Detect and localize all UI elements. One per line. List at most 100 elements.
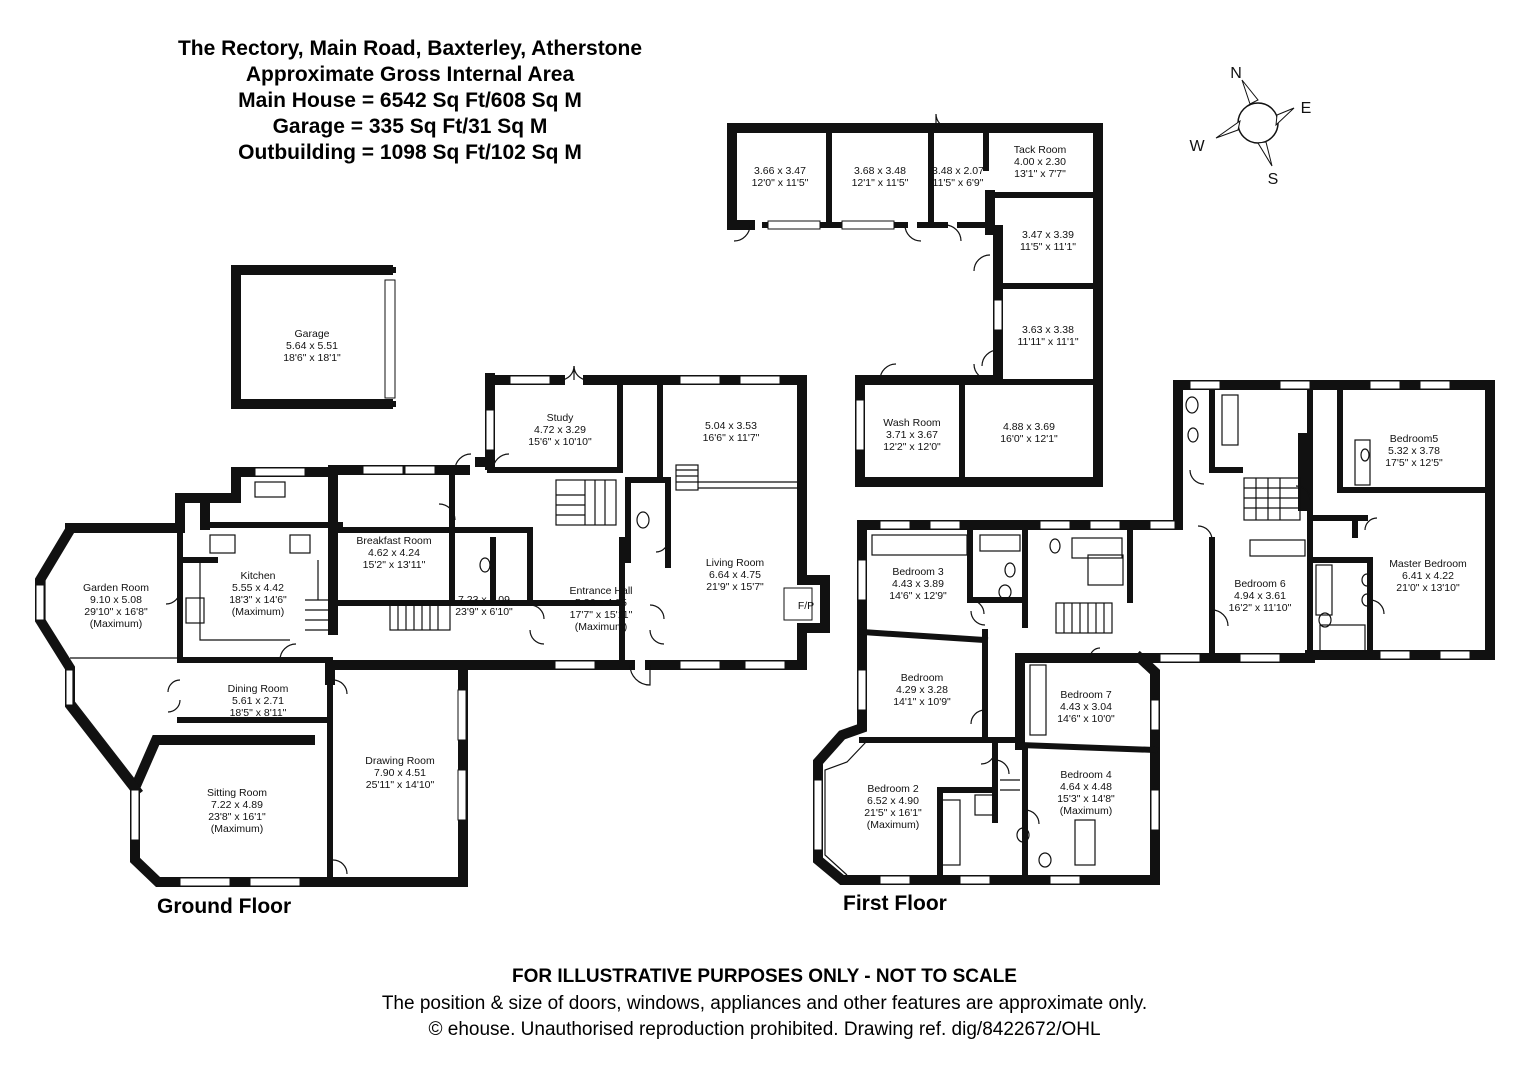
svg-text:21'0" x 13'10": 21'0" x 13'10" (1396, 582, 1460, 594)
svg-text:3.68 x 3.48: 3.68 x 3.48 (854, 165, 906, 177)
svg-text:(Maximum): (Maximum) (575, 621, 628, 633)
svg-text:5.61 x 2.71: 5.61 x 2.71 (232, 695, 284, 707)
property-title: The Rectory, Main Road, Baxterley, Ather… (177, 37, 643, 60)
svg-text:3.47 x 3.39: 3.47 x 3.39 (1022, 229, 1074, 241)
svg-text:Bedroom 3: Bedroom 3 (892, 566, 944, 578)
disclaimer-text: The position & size of doors, windows, a… (381, 993, 1148, 1014)
room-label-outbuilding-5: 3.63 x 3.38 11'11" x 11'1" (1017, 324, 1078, 348)
room-label-outbuilding-3: 3.48 x 2.07 11'5" x 6'9" (932, 165, 984, 189)
room-label-drawing-room: Drawing Room 7.90 x 4.51 25'11" x 14'10" (365, 755, 435, 791)
svg-text:Entrance Hall: Entrance Hall (569, 585, 632, 597)
compass-north: N (1230, 65, 1242, 82)
room-label-outbuilding-1: 3.66 x 3.47 12'0" x 11'5" (752, 165, 809, 189)
svg-text:Wash Room: Wash Room (883, 417, 941, 429)
svg-text:13'1" x 7'7": 13'1" x 7'7" (1014, 168, 1066, 180)
svg-text:18'6" x 18'1": 18'6" x 18'1" (283, 352, 341, 364)
svg-text:15'3" x 14'8": 15'3" x 14'8" (1057, 793, 1115, 805)
svg-text:Bedroom: Bedroom (901, 672, 944, 684)
svg-text:14'1" x 10'9": 14'1" x 10'9" (893, 696, 951, 708)
disclaimer-heading: FOR ILLUSTRATIVE PURPOSES ONLY - NOT TO … (512, 966, 1017, 987)
room-label-garden-room: Garden Room 9.10 x 5.08 29'10" x 16'8" (… (83, 582, 149, 630)
room-label-entrance-hall: Entrance Hall 5.36 x 4.85 17'7" x 15'11"… (569, 585, 632, 633)
svg-text:4.72 x 3.29: 4.72 x 3.29 (534, 424, 586, 436)
svg-text:7.22 x 4.89: 7.22 x 4.89 (211, 799, 263, 811)
svg-text:12'2" x 12'0": 12'2" x 12'0" (883, 441, 941, 453)
svg-text:16'6" x 11'7": 16'6" x 11'7" (703, 432, 760, 444)
room-label-outbuilding-6: 4.88 x 3.69 16'0" x 12'1" (1000, 421, 1058, 445)
garage-plan (231, 265, 396, 409)
svg-text:Dining Room: Dining Room (228, 683, 289, 695)
room-label-tack-room: Tack Room 4.00 x 2.30 13'1" x 7'7" (1014, 144, 1067, 180)
svg-text:11'5" x 6'9": 11'5" x 6'9" (933, 177, 984, 189)
compass-west: W (1189, 138, 1205, 155)
compass-south: S (1268, 171, 1279, 188)
svg-text:4.43 x 3.04: 4.43 x 3.04 (1060, 701, 1112, 713)
svg-text:16'0" x 12'1": 16'0" x 12'1" (1000, 433, 1058, 445)
svg-text:Tack Room: Tack Room (1014, 144, 1067, 156)
svg-text:Drawing Room: Drawing Room (365, 755, 435, 767)
svg-text:Garden Room: Garden Room (83, 582, 149, 594)
room-label-outbuilding-4: 3.47 x 3.39 11'5" x 11'1" (1020, 229, 1076, 253)
svg-text:29'10" x 16'8": 29'10" x 16'8" (84, 606, 148, 618)
svg-text:(Maximum): (Maximum) (90, 618, 143, 630)
first-floor-label: First Floor (843, 892, 947, 915)
svg-text:(Maximum): (Maximum) (1060, 805, 1113, 817)
svg-text:3.66 x 3.47: 3.66 x 3.47 (754, 165, 806, 177)
room-label-living-room: Living Room 6.64 x 4.75 21'9" x 15'7" F/… (706, 557, 814, 612)
svg-text:(Maximum): (Maximum) (867, 819, 920, 831)
svg-text:5.36 x 4.85: 5.36 x 4.85 (575, 597, 627, 609)
room-label-bedroom: Bedroom 4.29 x 3.28 14'1" x 10'9" (893, 672, 951, 708)
svg-text:3.48 x 2.07: 3.48 x 2.07 (932, 165, 984, 177)
room-label-bedroom-6: Bedroom 6 4.94 x 3.61 16'2" x 11'10" (1229, 578, 1292, 614)
svg-text:21'5" x 16'1": 21'5" x 16'1" (864, 807, 922, 819)
svg-text:12'1" x 11'5": 12'1" x 11'5" (852, 177, 909, 189)
svg-text:5.04 x 3.53: 5.04 x 3.53 (705, 420, 757, 432)
svg-text:23'9" x 6'10": 23'9" x 6'10" (455, 606, 513, 618)
svg-text:3.71 x 3.67: 3.71 x 3.67 (886, 429, 938, 441)
svg-text:5.32 x 3.78: 5.32 x 3.78 (1388, 445, 1440, 457)
room-label-bedroom-4: Bedroom 4 4.64 x 4.48 15'3" x 14'8" (Max… (1057, 769, 1115, 817)
svg-text:Bedroom5: Bedroom5 (1390, 433, 1439, 445)
svg-text:Kitchen: Kitchen (240, 570, 275, 582)
room-label-hallway: 7.23 x 2.09 23'9" x 6'10" (455, 594, 513, 618)
room-label-garage: Garage 5.64 x 5.51 18'6" x 18'1" (283, 328, 341, 364)
svg-text:5.64 x 5.51: 5.64 x 5.51 (286, 340, 338, 352)
svg-text:Breakfast Room: Breakfast Room (356, 535, 432, 547)
svg-text:Bedroom 7: Bedroom 7 (1060, 689, 1112, 701)
svg-text:4.94 x 3.61: 4.94 x 3.61 (1234, 590, 1286, 602)
svg-text:11'5" x 11'1": 11'5" x 11'1" (1020, 241, 1076, 253)
copyright-text: © ehouse. Unauthorised reproduction proh… (428, 1019, 1101, 1040)
svg-text:7.90 x 4.51: 7.90 x 4.51 (374, 767, 426, 779)
svg-text:15'6" x 10'10": 15'6" x 10'10" (528, 436, 592, 448)
svg-text:17'7" x 15'11": 17'7" x 15'11" (570, 609, 633, 621)
room-label-outbuilding-2: 3.68 x 3.48 12'1" x 11'5" (852, 165, 909, 189)
svg-text:6.64 x 4.75: 6.64 x 4.75 (709, 569, 761, 581)
room-label-wash-room: Wash Room 3.71 x 3.67 12'2" x 12'0" (883, 417, 941, 453)
svg-text:12'0" x 11'5": 12'0" x 11'5" (752, 177, 809, 189)
svg-text:Garage: Garage (294, 328, 329, 340)
first-floor-plan (813, 380, 1495, 885)
svg-text:9.10 x 5.08: 9.10 x 5.08 (90, 594, 142, 606)
compass-icon: N E S W (1189, 65, 1311, 188)
svg-text:15'2" x 13'11": 15'2" x 13'11" (363, 559, 426, 571)
svg-text:14'6" x 10'0": 14'6" x 10'0" (1057, 713, 1115, 725)
ground-floor-label: Ground Floor (157, 895, 292, 918)
svg-text:(Maximum): (Maximum) (211, 823, 264, 835)
svg-text:17'5" x 12'5": 17'5" x 12'5" (1385, 457, 1443, 469)
svg-text:4.64 x 4.48: 4.64 x 4.48 (1060, 781, 1112, 793)
main-house-area: Main House = 6542 Sq Ft/608 Sq M (238, 89, 582, 112)
svg-text:7.23 x 2.09: 7.23 x 2.09 (458, 594, 510, 606)
room-label-bedroom-7: Bedroom 7 4.43 x 3.04 14'6" x 10'0" (1057, 689, 1115, 725)
room-label-breakfast-room: Breakfast Room 4.62 x 4.24 15'2" x 13'11… (356, 535, 432, 571)
svg-text:Bedroom 4: Bedroom 4 (1060, 769, 1112, 781)
svg-text:Living Room: Living Room (706, 557, 765, 569)
svg-text:25'11" x 14'10": 25'11" x 14'10" (366, 779, 435, 791)
garage-area: Garage = 335 Sq Ft/31 Sq M (272, 115, 548, 138)
svg-text:Master Bedroom: Master Bedroom (1389, 558, 1467, 570)
room-label-dining-room: Dining Room 5.61 x 2.71 18'5" x 8'11" (228, 683, 289, 719)
svg-text:5.55 x 4.42: 5.55 x 4.42 (232, 582, 284, 594)
svg-text:Sitting Room: Sitting Room (207, 787, 267, 799)
svg-text:4.88 x 3.69: 4.88 x 3.69 (1003, 421, 1055, 433)
svg-text:3.63 x 3.38: 3.63 x 3.38 (1022, 324, 1074, 336)
svg-text:4.43 x 3.89: 4.43 x 3.89 (892, 578, 944, 590)
